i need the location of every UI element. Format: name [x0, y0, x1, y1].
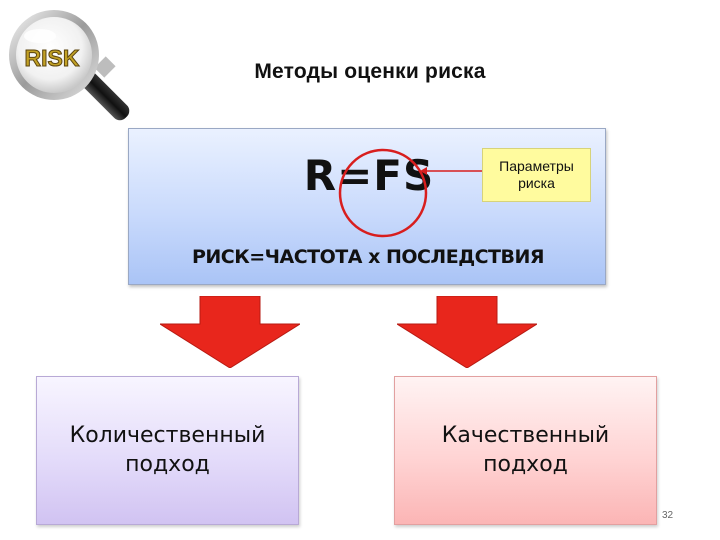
risk-parameters-callout: Параметры риска	[482, 148, 591, 202]
risk-magnifier-logo: RISK	[9, 10, 130, 121]
qualitative-approach-box: Качественный подход	[394, 376, 657, 525]
callout-connector-arrow	[420, 167, 482, 175]
down-arrow-right-icon	[397, 296, 537, 368]
slide-title: Методы оценки риска	[254, 60, 486, 83]
down-arrow-left-icon	[160, 296, 300, 368]
logo-text: RISK	[25, 45, 80, 71]
qualitative-approach-label: Качественный подход	[441, 422, 610, 477]
quantitative-approach-box: Количественный подход	[36, 376, 299, 525]
risk-formula: R=FS	[303, 151, 435, 200]
page-number: 32	[662, 510, 674, 521]
quantitative-approach-label: Количественный подход	[69, 422, 266, 477]
fs-highlight-circle	[338, 148, 428, 238]
magnifier-handle	[80, 56, 130, 121]
formula-expansion: РИСК=ЧАСТОТА х ПОСЛЕДСТВИЯ	[191, 246, 545, 268]
